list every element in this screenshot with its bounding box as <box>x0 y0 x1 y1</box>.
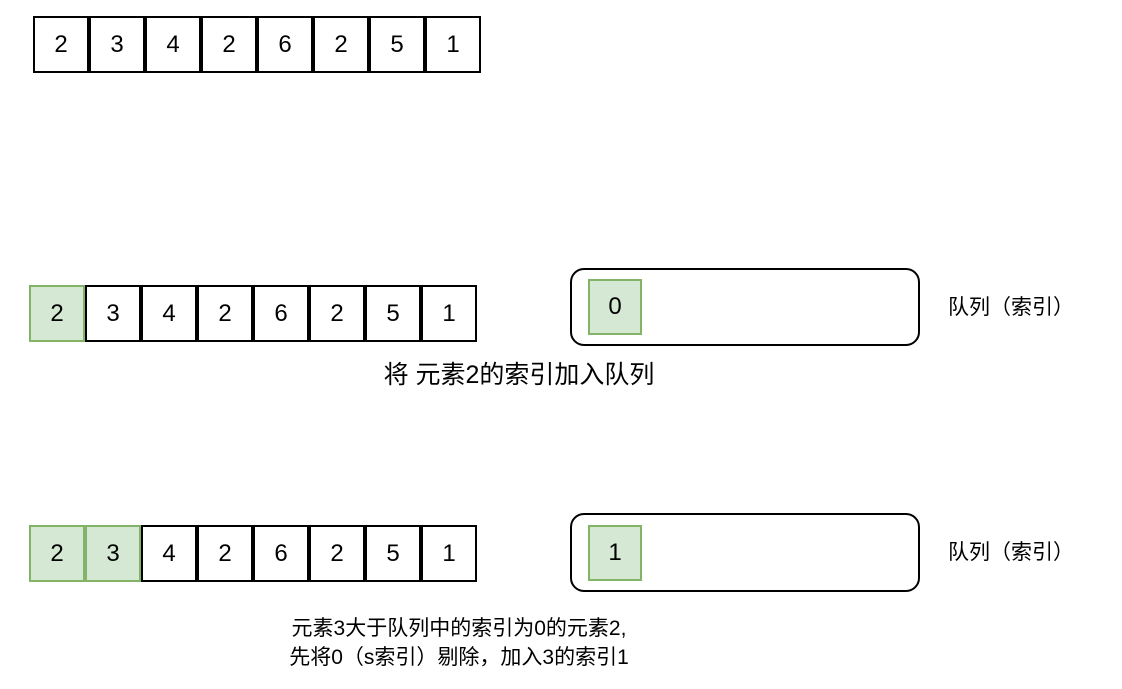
queue-item: 0 <box>588 279 642 335</box>
array-step1: 2 3 4 2 6 2 5 1 <box>29 285 477 342</box>
array-step2: 2 3 4 2 6 2 5 1 <box>29 525 477 582</box>
queue-step2: 1 <box>570 513 920 592</box>
array-cell-highlighted: 2 <box>29 525 85 582</box>
array-cell: 2 <box>201 16 257 73</box>
array-cell: 3 <box>85 285 141 342</box>
array-cell-highlighted: 3 <box>85 525 141 582</box>
array-cell: 1 <box>421 285 477 342</box>
array-cell: 4 <box>141 525 197 582</box>
array-cell: 2 <box>309 525 365 582</box>
array-cell: 4 <box>145 16 201 73</box>
array-cell: 2 <box>33 16 89 73</box>
array-cell: 3 <box>89 16 145 73</box>
array-cell: 2 <box>197 525 253 582</box>
queue-label-step1: 队列（索引） <box>948 296 1074 319</box>
caption-step2-line2: 先将0（s索引）剔除，加入3的索引1 <box>289 646 629 669</box>
array-cell: 1 <box>425 16 481 73</box>
array-cell: 4 <box>141 285 197 342</box>
queue-item: 1 <box>588 524 642 581</box>
array-cell: 6 <box>253 525 309 582</box>
array-cell: 5 <box>365 525 421 582</box>
caption-step2-line1: 元素3大于队列中的索引为0的元素2, <box>291 617 627 640</box>
array-cell: 2 <box>197 285 253 342</box>
array-cell-highlighted: 2 <box>29 285 85 342</box>
array-cell: 2 <box>309 285 365 342</box>
array-cell: 6 <box>257 16 313 73</box>
array-cell: 5 <box>365 285 421 342</box>
queue-step1: 0 <box>570 268 920 346</box>
caption-step2: 元素3大于队列中的索引为0的元素2, 先将0（s索引）剔除，加入3的索引1 <box>289 614 629 672</box>
caption-step1: 将 元素2的索引加入队列 <box>383 361 655 389</box>
array-initial: 2 3 4 2 6 2 5 1 <box>33 16 481 73</box>
array-cell: 2 <box>313 16 369 73</box>
queue-label-step2: 队列（索引） <box>948 541 1074 564</box>
array-cell: 1 <box>421 525 477 582</box>
array-cell: 6 <box>253 285 309 342</box>
array-cell: 5 <box>369 16 425 73</box>
